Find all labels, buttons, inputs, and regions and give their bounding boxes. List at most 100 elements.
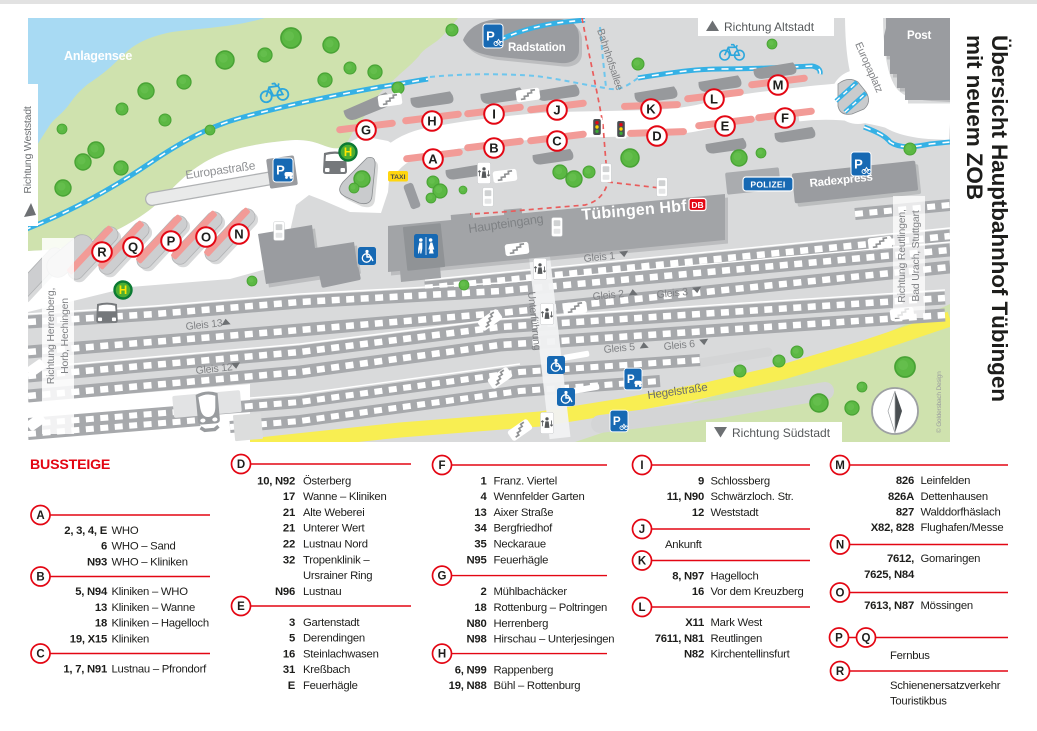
svg-text:Weststadt: Weststadt [711, 507, 760, 519]
svg-text:Aixer Straße: Aixer Straße [494, 507, 554, 519]
svg-text:N82: N82 [684, 649, 704, 661]
svg-text:N95: N95 [467, 554, 487, 566]
svg-text:827: 827 [896, 507, 914, 519]
svg-text:826: 826 [896, 475, 914, 487]
svg-text:O: O [201, 230, 211, 245]
svg-text:Horb, Hechingen: Horb, Hechingen [59, 298, 71, 374]
svg-text:B: B [36, 572, 44, 584]
svg-text:Dettenhausen: Dettenhausen [921, 491, 988, 503]
svg-text:32: 32 [283, 554, 295, 566]
svg-text:Touristikbus: Touristikbus [890, 696, 947, 708]
svg-text:2, 3, 4, E: 2, 3, 4, E [64, 525, 107, 537]
svg-text:Derendingen: Derendingen [303, 633, 365, 645]
svg-text:M: M [773, 78, 784, 93]
svg-text:Neckaraue: Neckaraue [494, 539, 546, 551]
svg-text:C: C [36, 649, 44, 661]
svg-text:N: N [234, 227, 243, 242]
svg-text:Post: Post [907, 30, 931, 42]
svg-text:22: 22 [283, 539, 295, 551]
svg-text:Kliniken: Kliniken [112, 633, 150, 645]
svg-text:Lustnau – Pfrondorf: Lustnau – Pfrondorf [112, 664, 208, 676]
svg-text:5, N94: 5, N94 [75, 586, 108, 598]
svg-text:Walddorfhäslach: Walddorfhäslach [921, 507, 1001, 519]
svg-text:F: F [438, 460, 445, 472]
svg-text:6: 6 [101, 541, 107, 553]
svg-text:G: G [438, 571, 447, 583]
svg-text:E: E [721, 119, 730, 134]
svg-text:N98: N98 [467, 634, 487, 646]
svg-text:Ankunft: Ankunft [665, 539, 703, 551]
svg-text:Franz. Viertel: Franz. Viertel [494, 475, 557, 487]
svg-text:31: 31 [283, 664, 295, 676]
svg-text:Rottenburg – Poltringen: Rottenburg – Poltringen [494, 602, 608, 614]
svg-text:13: 13 [474, 507, 486, 519]
svg-text:Gleis 13: Gleis 13 [185, 317, 223, 333]
svg-text:A: A [36, 510, 44, 522]
svg-text:N: N [836, 540, 844, 552]
svg-text:TAXI: TAXI [391, 174, 406, 181]
svg-text:12: 12 [692, 507, 704, 519]
svg-text:Schienenersatzverkehr: Schienenersatzverkehr [890, 680, 1001, 692]
svg-text:Flughafen/Messe: Flughafen/Messe [921, 522, 1004, 534]
svg-text:POLIZEI: POLIZEI [750, 180, 785, 190]
svg-text:16: 16 [283, 648, 295, 660]
svg-text:Bühl – Rottenburg: Bühl – Rottenburg [494, 680, 581, 692]
svg-text:F: F [781, 111, 789, 126]
svg-text:I: I [640, 460, 643, 472]
svg-text:Richtung Südstadt: Richtung Südstadt [732, 426, 831, 440]
svg-text:7613, N87: 7613, N87 [864, 600, 914, 612]
svg-text:Hirschau – Unterjesingen: Hirschau – Unterjesingen [494, 634, 615, 646]
svg-text:Österberg: Österberg [303, 475, 351, 487]
svg-text:Richtung Weststadt: Richtung Weststadt [22, 106, 34, 194]
svg-text:E: E [237, 601, 245, 613]
svg-text:K: K [646, 102, 656, 117]
svg-text:Feuerhägle: Feuerhägle [494, 554, 549, 566]
svg-text:B: B [489, 141, 498, 156]
svg-text:Radstation: Radstation [508, 42, 566, 54]
svg-text:C: C [552, 134, 562, 149]
svg-text:O: O [836, 588, 845, 600]
svg-text:35: 35 [474, 539, 486, 551]
svg-text:Gleis 12: Gleis 12 [195, 361, 233, 377]
svg-text:Richtung Reutlingen,: Richtung Reutlingen, [896, 209, 908, 302]
svg-text:Wennfelder Garten: Wennfelder Garten [494, 491, 585, 503]
svg-text:21: 21 [283, 523, 295, 535]
svg-text:Gleis 3: Gleis 3 [656, 286, 689, 301]
svg-text:X11: X11 [685, 617, 704, 629]
svg-text:J: J [639, 524, 645, 536]
svg-text:L: L [638, 602, 645, 614]
svg-text:R: R [836, 666, 845, 678]
svg-text:Gleis 5: Gleis 5 [603, 341, 636, 356]
svg-text:Wanne – Kliniken: Wanne – Kliniken [303, 491, 387, 503]
svg-text:E: E [288, 680, 296, 692]
svg-text:Richtung Altstadt: Richtung Altstadt [724, 20, 815, 34]
svg-text:Schlossberg: Schlossberg [711, 475, 770, 487]
svg-text:Reutlingen: Reutlingen [711, 633, 763, 645]
svg-text:WHO – Kliniken: WHO – Kliniken [112, 556, 188, 568]
svg-text:Gleis 2: Gleis 2 [592, 288, 625, 303]
svg-text:Ursrainer Ring: Ursrainer Ring [303, 570, 372, 582]
svg-text:G: G [361, 123, 371, 138]
svg-text:17: 17 [283, 491, 295, 503]
svg-text:P: P [167, 234, 176, 249]
svg-text:21: 21 [283, 507, 295, 519]
svg-text:WHO – Sand: WHO – Sand [112, 541, 176, 553]
svg-text:34: 34 [474, 523, 487, 535]
svg-text:7612,: 7612, [887, 553, 914, 565]
svg-text:Schwärzloch. Str.: Schwärzloch. Str. [711, 491, 794, 503]
svg-text:K: K [638, 556, 647, 568]
svg-text:Mühlbachäcker: Mühlbachäcker [494, 586, 568, 598]
svg-text:A: A [428, 152, 438, 167]
svg-text:L: L [710, 92, 718, 107]
svg-text:Gartenstadt: Gartenstadt [303, 617, 360, 629]
svg-text:D: D [237, 459, 245, 471]
svg-text:1: 1 [480, 475, 486, 487]
svg-text:DB: DB [691, 200, 703, 210]
svg-text:Anlagensee: Anlagensee [64, 49, 132, 63]
svg-text:2: 2 [480, 586, 486, 598]
svg-text:Lustnau: Lustnau [303, 586, 341, 598]
svg-text:1, 7, N91: 1, 7, N91 [63, 664, 107, 676]
svg-text:© Goldersbach Design: © Goldersbach Design [935, 371, 943, 433]
svg-text:Q: Q [862, 633, 871, 645]
svg-text:X82, 828: X82, 828 [871, 522, 914, 534]
